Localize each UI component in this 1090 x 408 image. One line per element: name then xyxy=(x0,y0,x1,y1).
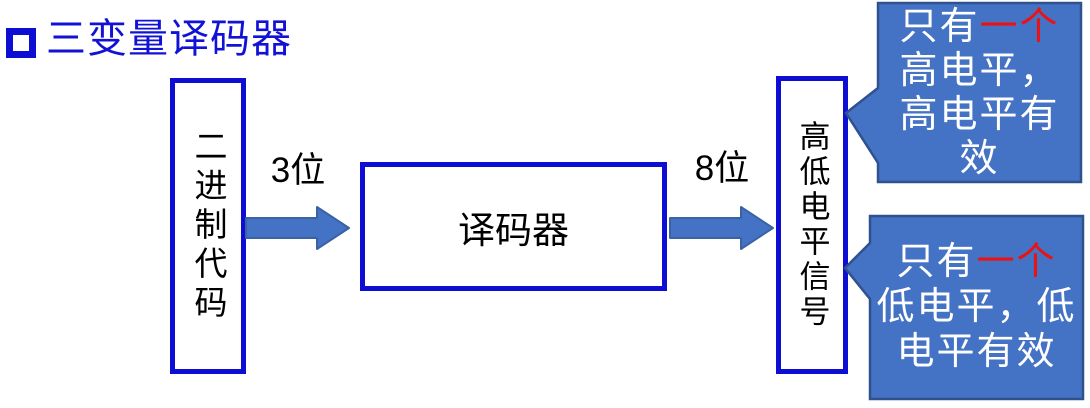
callout-line: 高电平有 xyxy=(899,93,1060,136)
page-title: 三变量译码器 xyxy=(46,17,292,61)
callout-line: 低电平，低 xyxy=(876,286,1077,328)
node-decoder-box: 译码器 xyxy=(360,162,667,291)
callout-high-level-text: 只有一个 高电平， 高电平有 效 xyxy=(878,3,1081,182)
arrow1-label: 3位 xyxy=(270,151,326,190)
callout-line: 效 xyxy=(959,137,1000,180)
callout-low-level-text: 只有一个 低电平，低 电平有效 xyxy=(870,217,1083,398)
square-bullet-icon xyxy=(6,28,36,58)
highlighted-text: 一个 xyxy=(979,5,1060,48)
right-arrow-icon xyxy=(669,206,774,250)
node-binary-code-box: 二进制代码 xyxy=(170,78,246,374)
callout-line: 只有一个 xyxy=(896,241,1057,283)
callout-low-level-shape xyxy=(843,214,1085,401)
callout-line: 只有一个 xyxy=(899,5,1060,48)
highlighted-text: 一个 xyxy=(976,241,1057,283)
arrow2-label: 8位 xyxy=(694,149,750,188)
callout-line: 高电平， xyxy=(899,49,1060,92)
right-arrow-icon xyxy=(245,206,350,250)
output-signal-label: 高低电平信号 xyxy=(794,120,830,330)
binary-code-label: 二进制代码 xyxy=(190,128,227,324)
callout-high-level-shape xyxy=(844,1,1083,184)
decoder-label: 译码器 xyxy=(458,209,569,251)
callout-line: 电平有效 xyxy=(896,331,1057,373)
node-output-signal-box: 高低电平信号 xyxy=(776,76,848,374)
